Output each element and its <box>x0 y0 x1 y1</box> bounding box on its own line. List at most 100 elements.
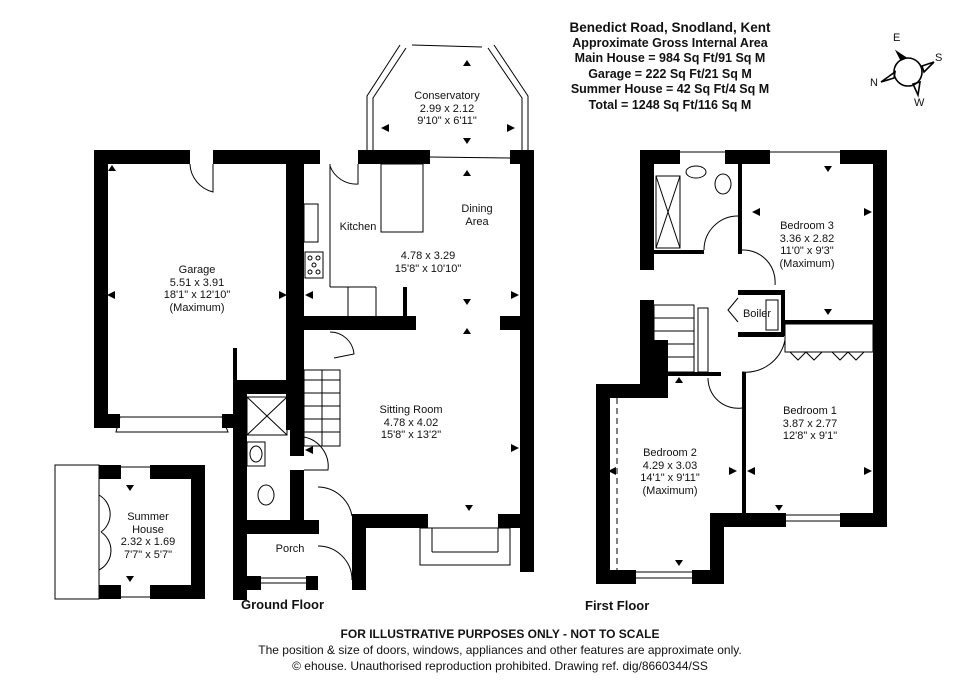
porch-wall-bottom-right <box>306 576 318 590</box>
area-subtitle: Approximate Gross Internal Area <box>572 35 768 50</box>
room-note: (Maximum) <box>642 484 698 497</box>
dining-sitting-divider-right <box>500 316 534 330</box>
bed2-wall-bottom-left <box>596 570 636 584</box>
kitchen-counter-post <box>403 287 407 317</box>
ff-wall-left-upper <box>640 150 654 270</box>
summer-wall-left-top <box>99 465 113 479</box>
ff-wall-left-mid <box>640 300 654 390</box>
room-name-2: Area <box>465 215 489 228</box>
room-imperial: 18'1" x 12'10" <box>163 289 231 301</box>
garage-step-wall <box>233 380 300 394</box>
bed2-wall-bottom-right <box>692 570 714 584</box>
room-imperial: 14'1" x 9'11" <box>640 472 700 484</box>
room-imperial: 12'8" x 9'1" <box>782 430 838 442</box>
boiler-wall-top <box>738 290 784 295</box>
room-metric: 5.51 x 3.91 <box>169 276 225 289</box>
boiler-unit <box>765 299 779 331</box>
porch-wall-bottom-left <box>233 576 261 590</box>
bay-window <box>419 527 511 566</box>
conservatory-right-window <box>493 44 529 150</box>
room-name: Bedroom 2 <box>643 447 697 459</box>
hob <box>304 251 324 279</box>
area-garage: Garage = 222 Sq Ft/21 Sq M <box>588 66 752 81</box>
summer-wall-left-bottom <box>99 585 113 599</box>
sitting-wall-bottom-right <box>498 514 534 528</box>
ff-toilet <box>714 173 732 195</box>
garage-wall-left <box>94 150 108 428</box>
room-note: (Maximum) <box>169 301 225 314</box>
room-summer-house: Summer House 2.32 x 1.69 7'7" x 5'7" <box>121 511 175 561</box>
garage-wall-bottom-left <box>94 414 120 428</box>
room-sitting-room: Sitting Room 4.78 x 4.02 15'8" x 13'2" <box>380 404 443 442</box>
toilet <box>257 484 275 506</box>
room-kitchen-dining-dimensions: 4.78 x 3.29 15'8" x 10'10" <box>395 250 461 275</box>
room-imperial: 15'8" x 10'10" <box>394 262 462 275</box>
compass-east-label: E <box>893 32 901 44</box>
room-imperial: 7'7" x 5'7" <box>123 548 173 561</box>
bed2-wall-left <box>596 384 610 584</box>
kitchen-wall-left <box>290 150 304 330</box>
room-name: Boiler <box>742 308 772 320</box>
room-imperial: 11'0" x 9'3" <box>780 245 834 257</box>
shower <box>246 396 288 436</box>
room-metric: 4.29 x 3.03 <box>642 459 698 472</box>
garage-side-door-swing <box>189 163 214 193</box>
stairs-ff-wall-bottom <box>654 372 721 376</box>
bath-wall-bottom <box>654 250 704 254</box>
room-bedroom-1: Bedroom 1 3.87 x 2.77 12'8" x 9'1" <box>783 405 837 443</box>
compass-west-label: W <box>914 97 925 109</box>
room-metric: 3.87 x 2.77 <box>782 417 838 430</box>
room-name: Summer <box>127 511 169 523</box>
conservatory-left-window <box>366 44 401 150</box>
compass-rose-icon <box>880 49 935 98</box>
room-dining-area: Dining Area <box>461 203 492 228</box>
room-metric: 3.36 x 2.82 <box>779 232 835 245</box>
kitchen-island <box>380 163 424 233</box>
room-name: Bedroom 3 <box>780 220 834 232</box>
room-bedroom-3: Bedroom 3 3.36 x 2.82 11'0" x 9'3" (Maxi… <box>780 220 835 270</box>
room-metric: 2.99 x 2.12 <box>419 102 475 115</box>
ground-floor-label: Ground Floor <box>241 597 325 612</box>
kitchen-sitting-divider-left <box>290 316 416 330</box>
sink <box>303 203 319 243</box>
room-conservatory: Conservatory 2.99 x 2.12 9'10" x 6'11" <box>414 90 479 128</box>
bed1-wall-bottom-right <box>840 513 887 527</box>
approximate-note: The position & size of doors, windows, a… <box>258 643 742 657</box>
ff-wall-right <box>873 150 887 520</box>
basin <box>246 441 266 467</box>
bed3-wall-bottom <box>784 320 873 324</box>
wc-wall-left <box>233 380 247 600</box>
summer-wall-bottom-right <box>150 585 205 599</box>
bath-bed3-wall <box>738 164 742 254</box>
room-name: Dining <box>461 203 493 215</box>
bed1-wall-left <box>742 372 746 517</box>
summer-wall-right <box>191 465 205 599</box>
area-total: Total = 1248 Sq Ft/116 Sq M <box>588 97 752 112</box>
wc-wall-bottom <box>233 520 319 534</box>
room-name: Porch <box>275 543 305 555</box>
title-block: Benedict Road, Snodland, Kent Approximat… <box>520 20 820 113</box>
boiler-wall-bottom <box>738 332 784 337</box>
wardrobe <box>784 323 874 353</box>
garage-door <box>115 416 229 433</box>
wc-divider <box>290 470 304 534</box>
compass-north-label: N <box>870 77 878 89</box>
bath <box>655 175 681 249</box>
room-porch: Porch <box>276 543 305 556</box>
conservatory-base-wall-left <box>358 150 430 164</box>
boiler-wall-right <box>781 290 785 336</box>
ff-wall-top-mid <box>725 150 770 164</box>
room-name: Bedroom 1 <box>783 405 837 417</box>
summer-house-door <box>98 494 112 571</box>
stairs-wall-left <box>290 316 304 456</box>
porch-wall-bottom-far <box>352 576 366 590</box>
room-name: Sitting Room <box>379 404 443 416</box>
room-note: (Maximum) <box>779 257 835 270</box>
room-name: Kitchen <box>339 221 377 233</box>
room-imperial: 9'10" x 6'11" <box>417 115 477 127</box>
ff-stairs <box>653 304 695 373</box>
room-name: Conservatory <box>414 90 480 102</box>
kitchen-wall-top <box>290 150 320 164</box>
area-summer-house: Summer House = 42 Sq Ft/4 Sq M <box>570 82 770 96</box>
